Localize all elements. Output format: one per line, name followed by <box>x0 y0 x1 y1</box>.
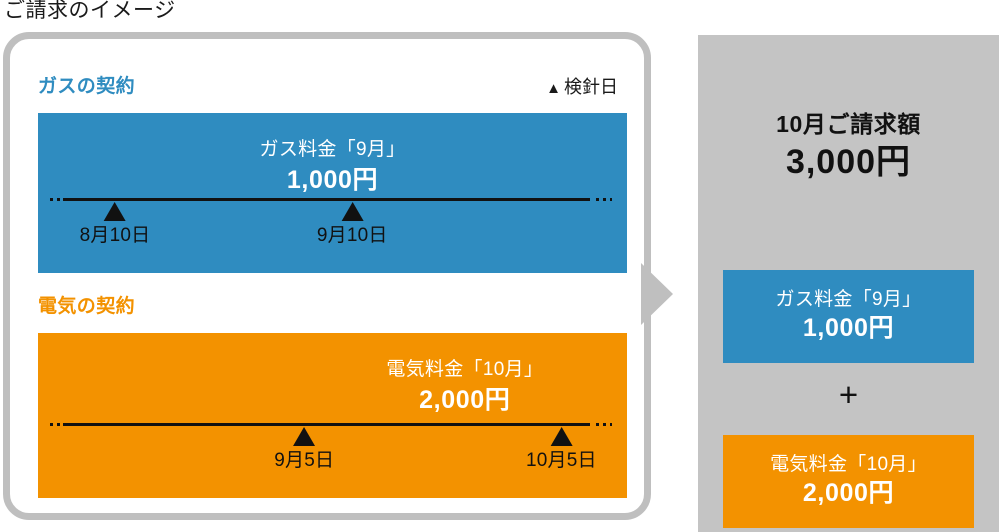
page-title: ご請求のイメージ <box>4 0 176 22</box>
billing-summary-panel: 10月ご請求額 3,000円 ガス料金「9月」 1,000円 + 電気料金「10… <box>698 35 999 532</box>
electricity-bar-caption-label: 電気料金「10月」 <box>386 359 544 380</box>
triangle-marker-icon <box>341 202 364 221</box>
summary-item-electricity: 電気料金「10月」 2,000円 <box>723 435 974 528</box>
electricity-marker-start: 9月5日 <box>274 427 334 473</box>
summary-item-gas-amount: 1,000円 <box>802 314 895 342</box>
electricity-section-heading: 電気の契約 <box>38 296 136 317</box>
arrow-right-icon <box>641 263 673 325</box>
summary-item-gas: ガス料金「9月」 1,000円 <box>723 270 974 363</box>
triangle-marker-icon <box>293 427 316 446</box>
electricity-marker-end-label: 10月5日 <box>525 450 597 471</box>
gas-marker-end: 9月10日 <box>317 202 388 248</box>
gas-section-heading: ガスの契約 <box>38 76 136 97</box>
summary-item-electricity-amount: 2,000円 <box>802 479 895 507</box>
gas-bar-caption: ガス料金「9月」 1,000円 <box>38 137 627 196</box>
electricity-bar-caption: 電気料金「10月」 2,000円 <box>333 357 598 416</box>
gas-marker-start: 8月10日 <box>80 202 151 248</box>
contract-card: ガスの契約 ▲検針日 ガス料金「9月」 1,000円 8月10日 <box>3 32 651 520</box>
summary-total-label: 10月ご請求額 <box>776 111 921 137</box>
plus-sign-icon: + <box>838 376 859 413</box>
summary-item-electricity-label: 電気料金「10月」 <box>770 454 927 475</box>
electricity-marker-start-label: 9月5日 <box>274 450 335 471</box>
gas-timeline-dots-left <box>50 198 66 201</box>
gas-marker-start-label: 8月10日 <box>79 225 151 246</box>
electricity-bar-caption-amount: 2,000円 <box>419 386 511 414</box>
triangle-marker-icon <box>550 427 573 446</box>
triangle-marker-icon <box>103 202 126 221</box>
summary-total-amount: 3,000円 <box>785 143 912 181</box>
electricity-period-bar: 電気料金「10月」 2,000円 9月5日 10月5日 <box>38 333 627 498</box>
electricity-timeline-dots-right <box>596 423 612 426</box>
electricity-marker-end: 10月5日 <box>526 427 597 473</box>
electricity-timeline-dots-left <box>50 423 66 426</box>
gas-period-bar: ガス料金「9月」 1,000円 8月10日 9月10日 <box>38 113 627 273</box>
triangle-marker-icon: ▲ <box>546 80 561 97</box>
gas-marker-end-label: 9月10日 <box>316 225 388 246</box>
summary-total: 10月ご請求額 3,000円 <box>698 109 999 184</box>
electricity-timeline-line <box>63 423 590 426</box>
summary-item-gas-label: ガス料金「9月」 <box>775 289 922 310</box>
gas-bar-caption-amount: 1,000円 <box>286 166 379 194</box>
gas-timeline-line <box>63 198 590 201</box>
gas-timeline-dots-right <box>596 198 612 201</box>
legend-meter-reading-date: ▲検針日 <box>546 75 618 101</box>
gas-bar-caption-label: ガス料金「9月」 <box>259 139 406 160</box>
legend-label: 検針日 <box>564 77 618 97</box>
